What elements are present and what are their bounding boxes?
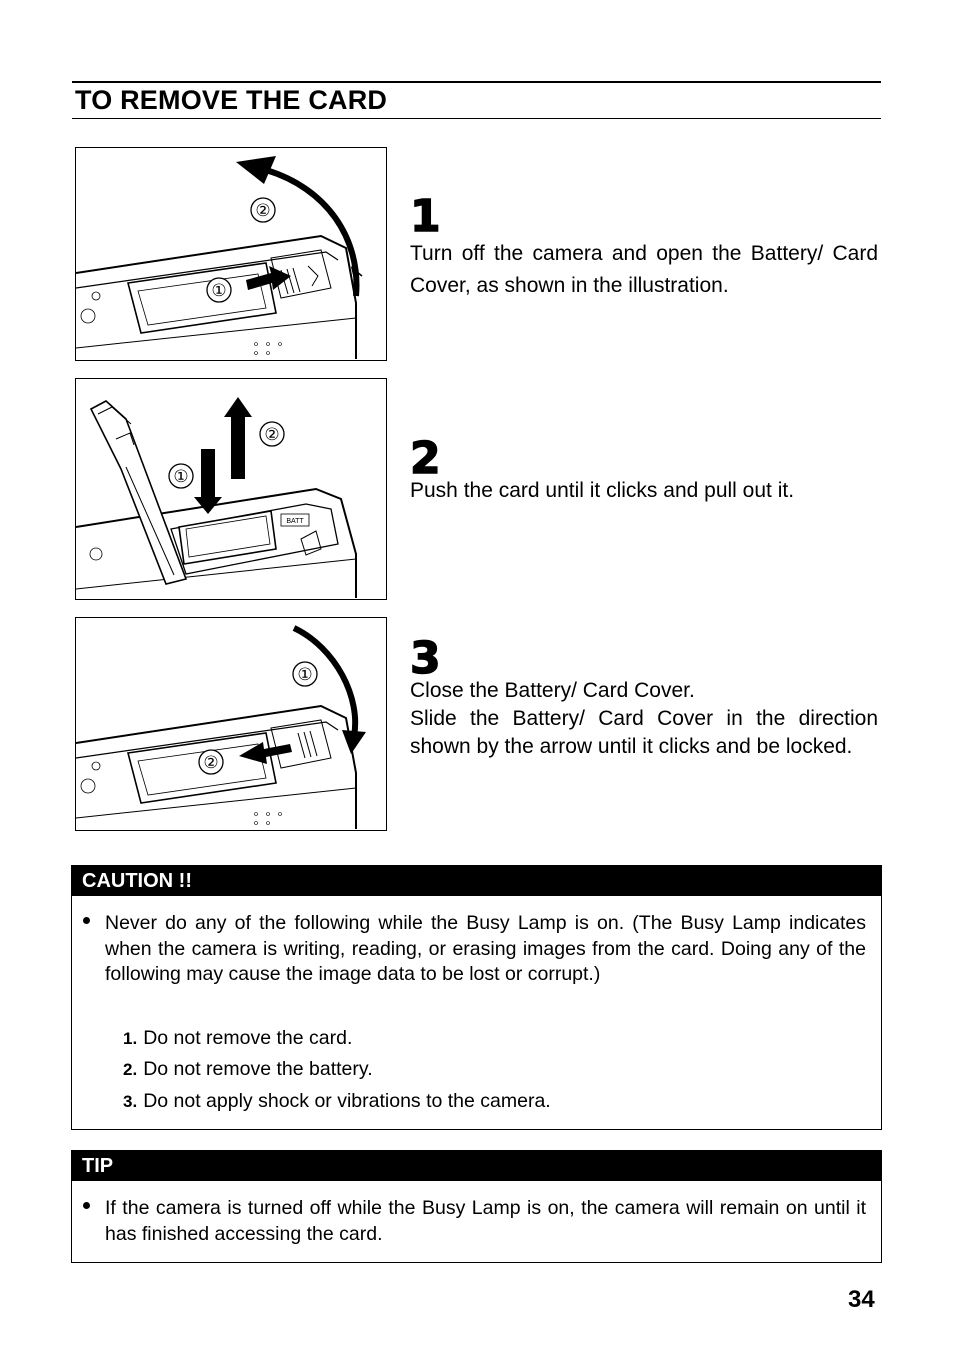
step-2-paragraph: Push the card until it clicks and pull o… (410, 479, 795, 502)
tip-header: TIP (71, 1150, 882, 1181)
bullet-icon (83, 1202, 90, 1209)
caution-item-1-text: Do not remove the card. (143, 1027, 353, 1049)
callout-2: ② (264, 425, 279, 444)
callout-1: ① (211, 281, 226, 300)
camera-close-cover-illustration: ① ② (76, 625, 366, 829)
caution-item-3-number: 3. (123, 1092, 138, 1111)
step-3-text: Close the Battery/ Card Cover. Slide the… (410, 677, 878, 761)
step-2-number: 2 (409, 433, 441, 484)
callout-1: ① (297, 665, 312, 684)
page-number: 34 (848, 1286, 875, 1313)
callout-2: ② (203, 753, 218, 772)
step-1-text: Turn off the camera and open the Battery… (410, 238, 878, 302)
bullet-icon (83, 917, 90, 924)
caution-item-2-number: 2. (123, 1060, 138, 1079)
caution-item-1-number: 1. (123, 1029, 138, 1048)
caution-item-2: 2. Do not remove the battery. (123, 1057, 373, 1082)
step-3-illustration: ① ② (75, 617, 387, 831)
caution-item-1: 1. Do not remove the card. (123, 1026, 352, 1051)
caution-item-3: 3. Do not apply shock or vibrations to th… (123, 1089, 551, 1114)
step-2-illustration: BATT ① ② (75, 378, 387, 600)
camera-open-cover-illustration: ① ② (76, 156, 363, 359)
batt-label: BATT (286, 518, 304, 525)
step-3-number: 3 (409, 633, 441, 684)
tip-body: If the camera is turned off while the Bu… (71, 1181, 882, 1263)
step-2-text: Push the card until it clicks and pull o… (410, 477, 878, 505)
camera-remove-card-illustration: BATT ① ② (76, 397, 357, 598)
caution-text: Never do any of the following while the … (105, 912, 866, 985)
step-3-paragraph-1: Close the Battery/ Card Cover. (410, 679, 695, 702)
step-1-paragraph: Turn off the camera and open the Battery… (410, 242, 878, 297)
heading-rule-top (72, 81, 881, 83)
step-3-paragraph-2: Slide the Battery/ Card Cover in the dir… (410, 707, 878, 758)
callout-2: ② (255, 201, 270, 220)
caution-body: Never do any of the following while the … (71, 896, 882, 1130)
page-title: TO REMOVE THE CARD (75, 85, 388, 115)
callout-1: ① (173, 467, 188, 486)
caution-item-3-text: Do not apply shock or vibrations to the … (143, 1090, 551, 1112)
caution-item-2-text: Do not remove the battery. (143, 1058, 373, 1080)
step-1-illustration: ① ② (75, 147, 387, 361)
step-1-number: 1 (409, 191, 441, 242)
tip-text: If the camera is turned off while the Bu… (105, 1197, 866, 1245)
caution-header: CAUTION !! (71, 865, 882, 896)
heading-rule-bottom (72, 118, 881, 119)
